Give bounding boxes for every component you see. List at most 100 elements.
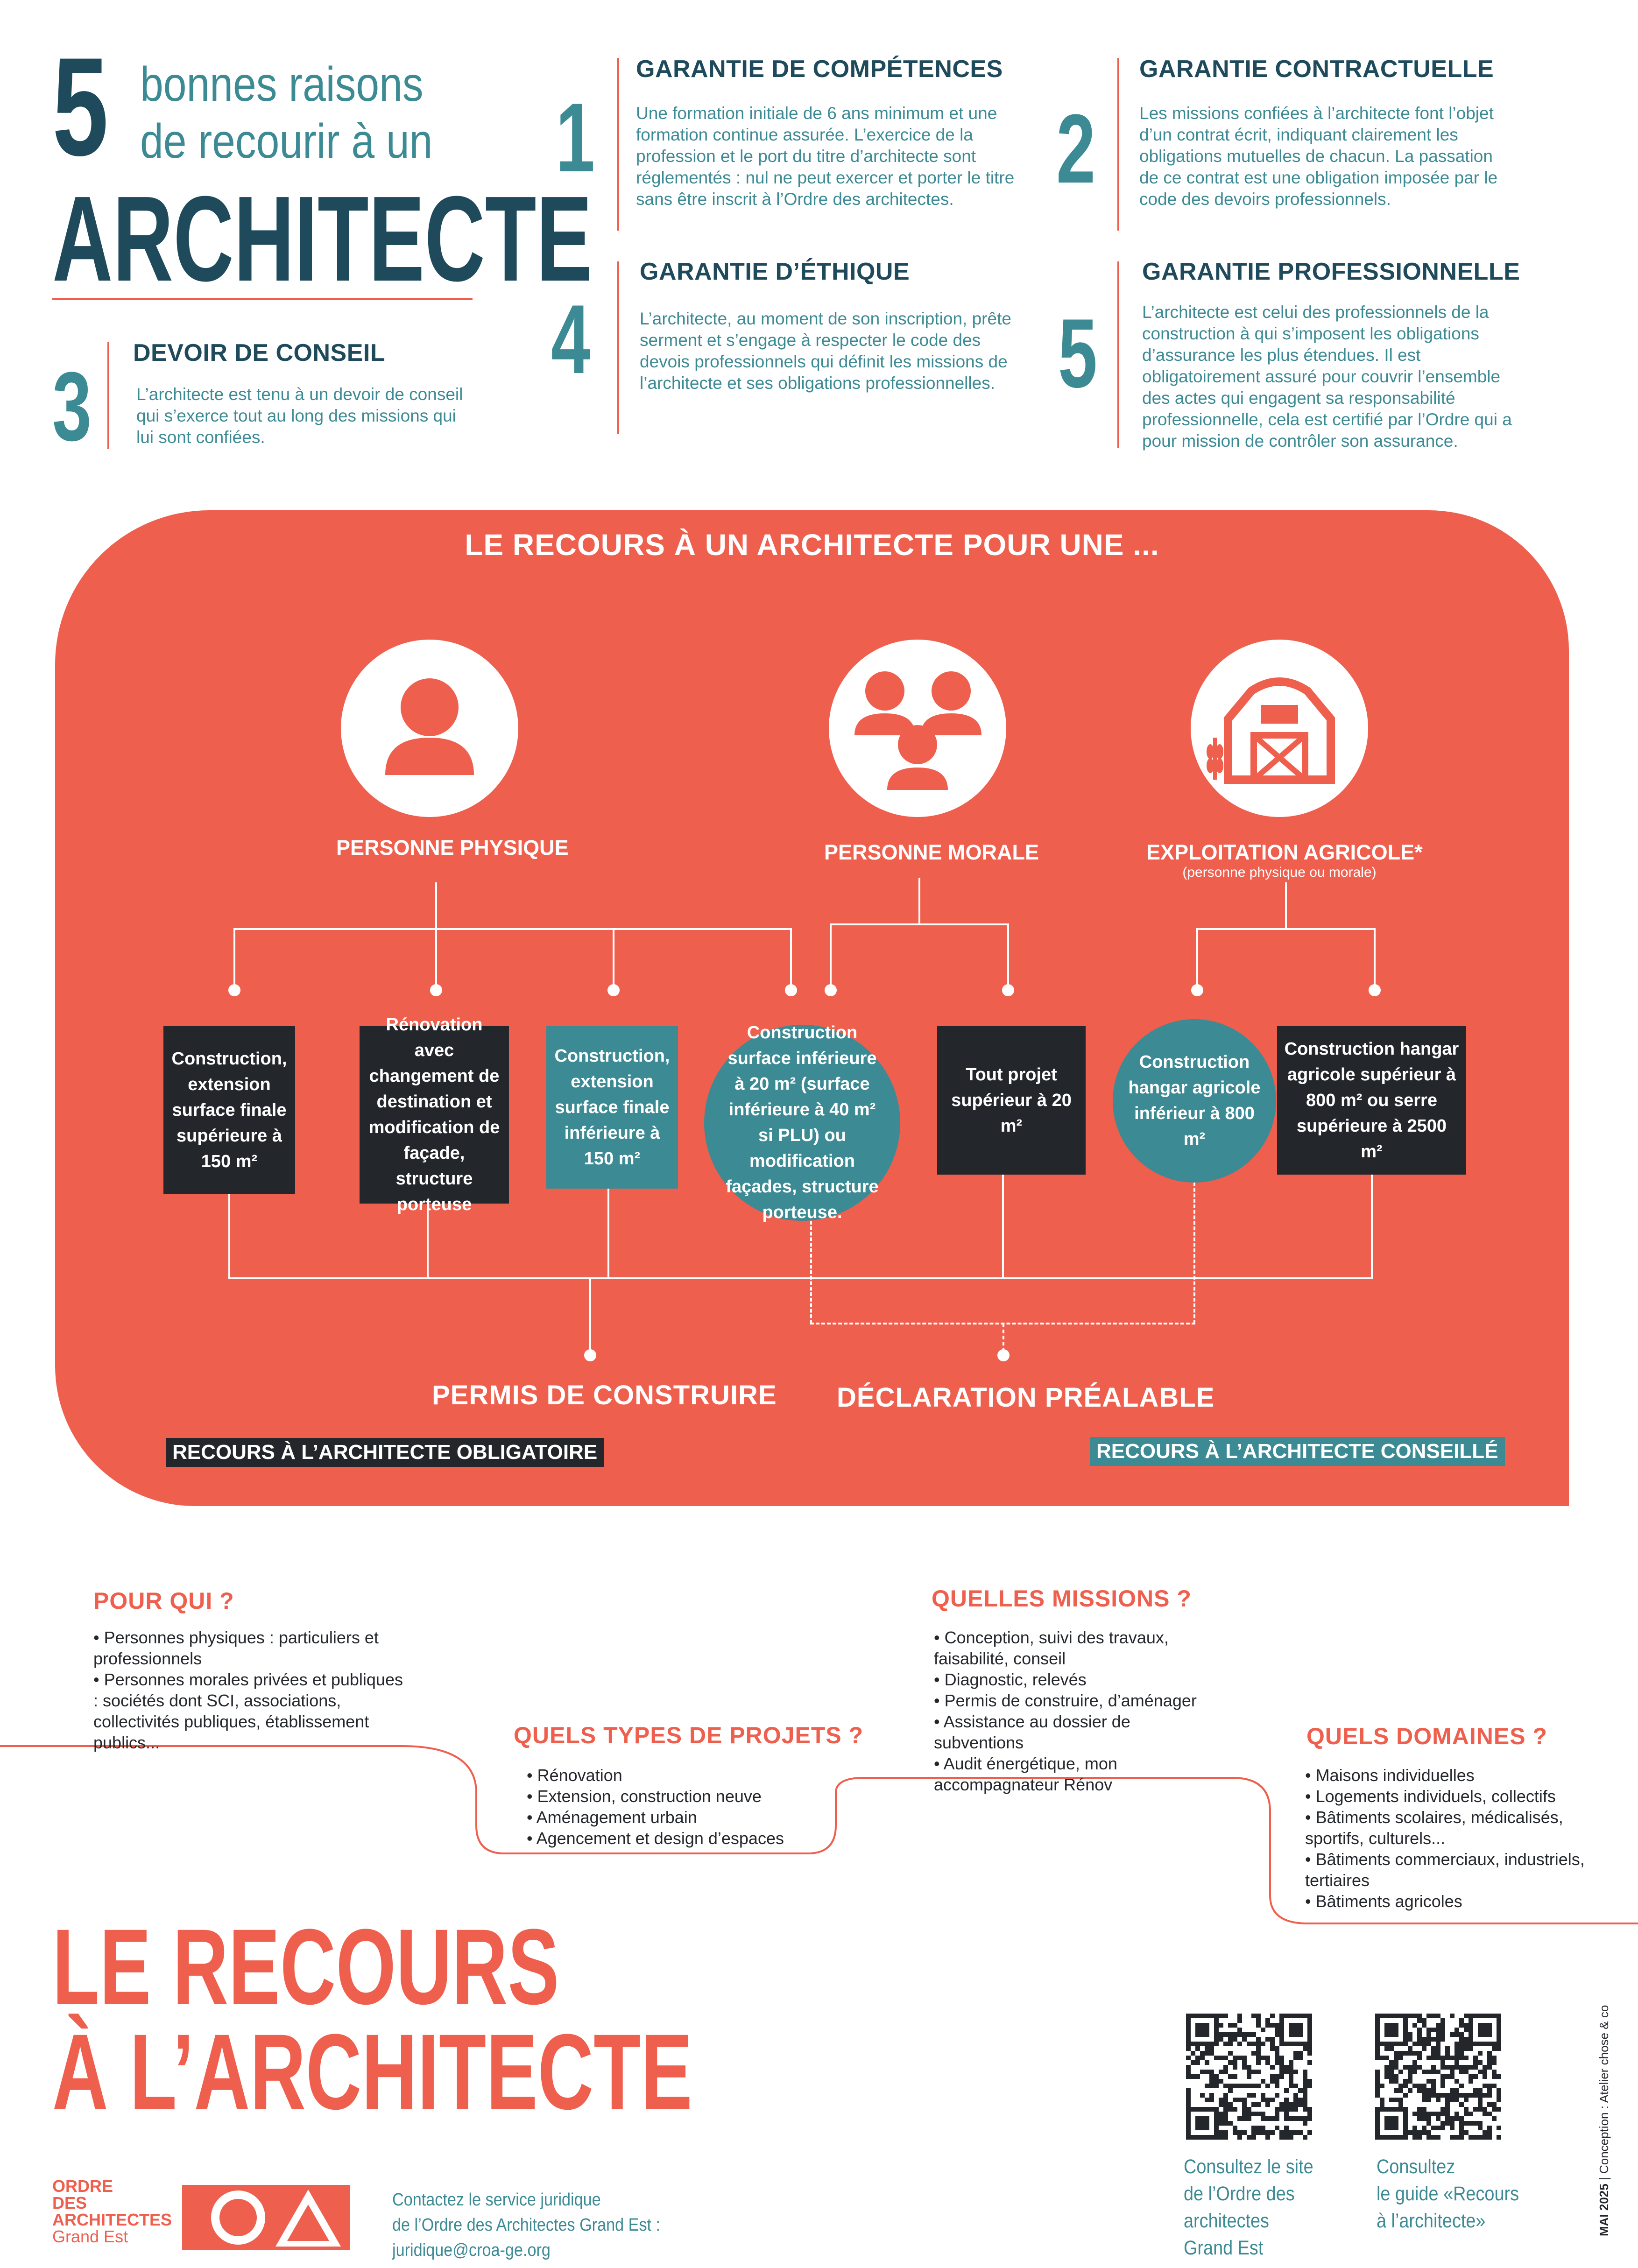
reason-2-title: GARANTIE CONTRACTUELLE	[1139, 56, 1494, 83]
reason-4-title: GARANTIE D’ÉTHIQUE	[640, 258, 910, 285]
category-label-agricole: EXPLOITATION AGRICOLE*	[1146, 840, 1423, 864]
list-item: • Permis de construire, d’aménager	[934, 1691, 1197, 1710]
reason-3-title: DEVOIR DE CONSEIL	[133, 339, 386, 366]
domaines-title: QUELS DOMAINES ?	[1306, 1723, 1548, 1749]
contact-block: Contactez le service juridique de l’Ordr…	[392, 2187, 660, 2263]
header-subtitle-line1: bonnes raisons	[140, 57, 424, 112]
tree-line	[613, 928, 614, 993]
header-title: ARCHITECTE	[52, 171, 593, 307]
contact-email[interactable]: juridique@croa-ge.org	[392, 2240, 551, 2260]
qr1-label-line: Grand Est	[1184, 2237, 1264, 2259]
category-label-physique: PERSONNE PHYSIQUE	[336, 836, 569, 859]
category-circle-physique	[341, 640, 518, 817]
reason-2-bar	[1117, 58, 1119, 231]
print-date: MAI 2025	[1597, 2183, 1611, 2236]
permis-de-construire-label: PERMIS DE CONSTRUIRE	[432, 1380, 777, 1410]
reason-4-bar	[617, 261, 619, 434]
list-item: • Rénovation	[527, 1766, 622, 1785]
footer-title-line2: À L’ARCHITECTE	[52, 2012, 692, 2132]
declaration-prealable-label: DÉCLARATION PRÉALABLE	[837, 1382, 1215, 1413]
circle-hangar-inferieur-800: Construction hangar agricole inférieur à…	[1113, 1019, 1276, 1183]
tree-line	[233, 928, 792, 930]
reason-5-number: 5	[1058, 298, 1098, 408]
org-line: Grand Est	[52, 2227, 128, 2246]
person-icon	[385, 678, 474, 775]
tree-line	[1196, 928, 1376, 930]
tree-dot	[430, 984, 442, 996]
list-item: • Aménagement urbain	[527, 1808, 697, 1827]
tree-line	[918, 878, 920, 924]
reason-5-title: GARANTIE PROFESSIONNELLE	[1142, 258, 1520, 285]
people-group-icon	[854, 671, 981, 790]
tree-line	[1196, 928, 1198, 993]
qr2-label-line: Consultez	[1377, 2155, 1455, 2178]
tree-line	[1007, 923, 1009, 993]
reason-4-number: 4	[551, 284, 591, 394]
tree-line	[830, 923, 832, 993]
pour-qui-list: • Personnes physiques : particuliers et …	[93, 1627, 411, 1753]
ordre-logo-text: ORDRE DES ARCHITECTES Grand Est	[52, 2178, 172, 2245]
reason-5-bar	[1117, 261, 1119, 448]
credit: Conception : Atelier chose & co	[1597, 2005, 1611, 2174]
tree-line	[1374, 928, 1376, 993]
category-label-morale: PERSONNE MORALE	[824, 840, 1039, 864]
qr-code-site[interactable]	[1186, 2014, 1312, 2140]
tree-line	[228, 1194, 230, 1278]
reason-1-text: Une formation initiale de 6 ans minimum …	[636, 104, 1015, 209]
header-subtitle-line2: de recourir à un	[140, 114, 433, 169]
tree-dashed-line	[810, 1221, 812, 1324]
box-construction-superieure-150: Construction, extension surface finale s…	[163, 1026, 295, 1194]
list-item: • Extension, construction neuve	[527, 1787, 762, 1806]
contact-line: Contactez le service juridique	[392, 2190, 601, 2210]
org-line: DES	[52, 2193, 87, 2212]
list-item: • Bâtiments scolaires, médicalisés, spor…	[1305, 1808, 1563, 1848]
tree-dashed-line	[1193, 1183, 1195, 1324]
contact-line: de l’Ordre des Architectes Grand Est :	[392, 2215, 661, 2235]
tree-dot	[1369, 984, 1381, 996]
tree-line	[435, 882, 437, 929]
reason-1-bar	[617, 58, 619, 231]
list-item: • Agencement et design d’espaces	[527, 1829, 784, 1848]
tree-dot	[607, 984, 620, 996]
list-item: • Audit énergétique, mon accompagnateur …	[934, 1754, 1117, 1794]
tree-dashed-line	[1003, 1324, 1004, 1352]
tree-line	[607, 1189, 609, 1278]
reason-3-text: L’architecte est tenu à un devoir de con…	[136, 385, 463, 447]
reason-4-text: L’architecte, au moment de son inscripti…	[640, 309, 1011, 393]
box-tout-projet-20: Tout projet supérieur à 20 m²	[937, 1026, 1086, 1175]
qr2-label-line: à l’architecte»	[1377, 2210, 1486, 2232]
circle-construction-inferieure-20: Construction surface inférieure à 20 m² …	[704, 1023, 900, 1222]
box-renovation-changement: Rénovation avec changement de destinatio…	[360, 1015, 509, 1214]
tree-dot	[1002, 984, 1014, 996]
tree-dot	[997, 1349, 1010, 1361]
category-sublabel-agricole: (personne physique ou morale)	[1182, 865, 1377, 880]
qr1-label-line: de l’Ordre des	[1184, 2183, 1295, 2205]
footer-title-line1: LE RECOURS	[52, 1907, 559, 2027]
info-path-line	[0, 1745, 1638, 1924]
tree-line	[228, 1277, 1373, 1279]
missions-list: • Conception, suivi des travaux, faisabi…	[934, 1627, 1223, 1795]
qr-code-guide[interactable]	[1375, 2014, 1501, 2140]
qr1-label: Consultez le site de l’Ordre des archite…	[1184, 2153, 1313, 2261]
header-subtitle: bonnes raisons de recourir à un	[140, 56, 432, 170]
tree-line	[427, 1204, 429, 1278]
types-projets-list: • Rénovation • Extension, construction n…	[527, 1765, 826, 1849]
tree-line	[1002, 1175, 1004, 1278]
qr2-label-line: le guide «Recours	[1377, 2183, 1519, 2205]
tree-dot	[584, 1349, 596, 1361]
tree-dot	[785, 984, 797, 996]
tree-line	[1285, 882, 1287, 929]
reason-1-number: 1	[556, 83, 595, 192]
tree-dot	[1191, 984, 1203, 996]
list-item: • Bâtiments commerciaux, industriels, te…	[1305, 1850, 1585, 1890]
separator: |	[1597, 2174, 1611, 2181]
reason-3-bar	[107, 342, 109, 449]
header-number: 5	[52, 28, 109, 185]
list-item: • Assistance au dossier de subventions	[934, 1712, 1130, 1752]
org-line: ARCHITECTES	[52, 2210, 172, 2229]
list-item: • Maisons individuelles	[1305, 1766, 1475, 1785]
panel-title: LE RECOURS À UN ARCHITECTE POUR UNE ...	[465, 528, 1159, 562]
pour-qui-title: POUR QUI ?	[93, 1588, 234, 1614]
footer-title: LE RECOURS À L’ARCHITECTE	[52, 1907, 692, 2132]
domaines-list: • Maisons individuelles • Logements indi…	[1305, 1765, 1595, 1912]
